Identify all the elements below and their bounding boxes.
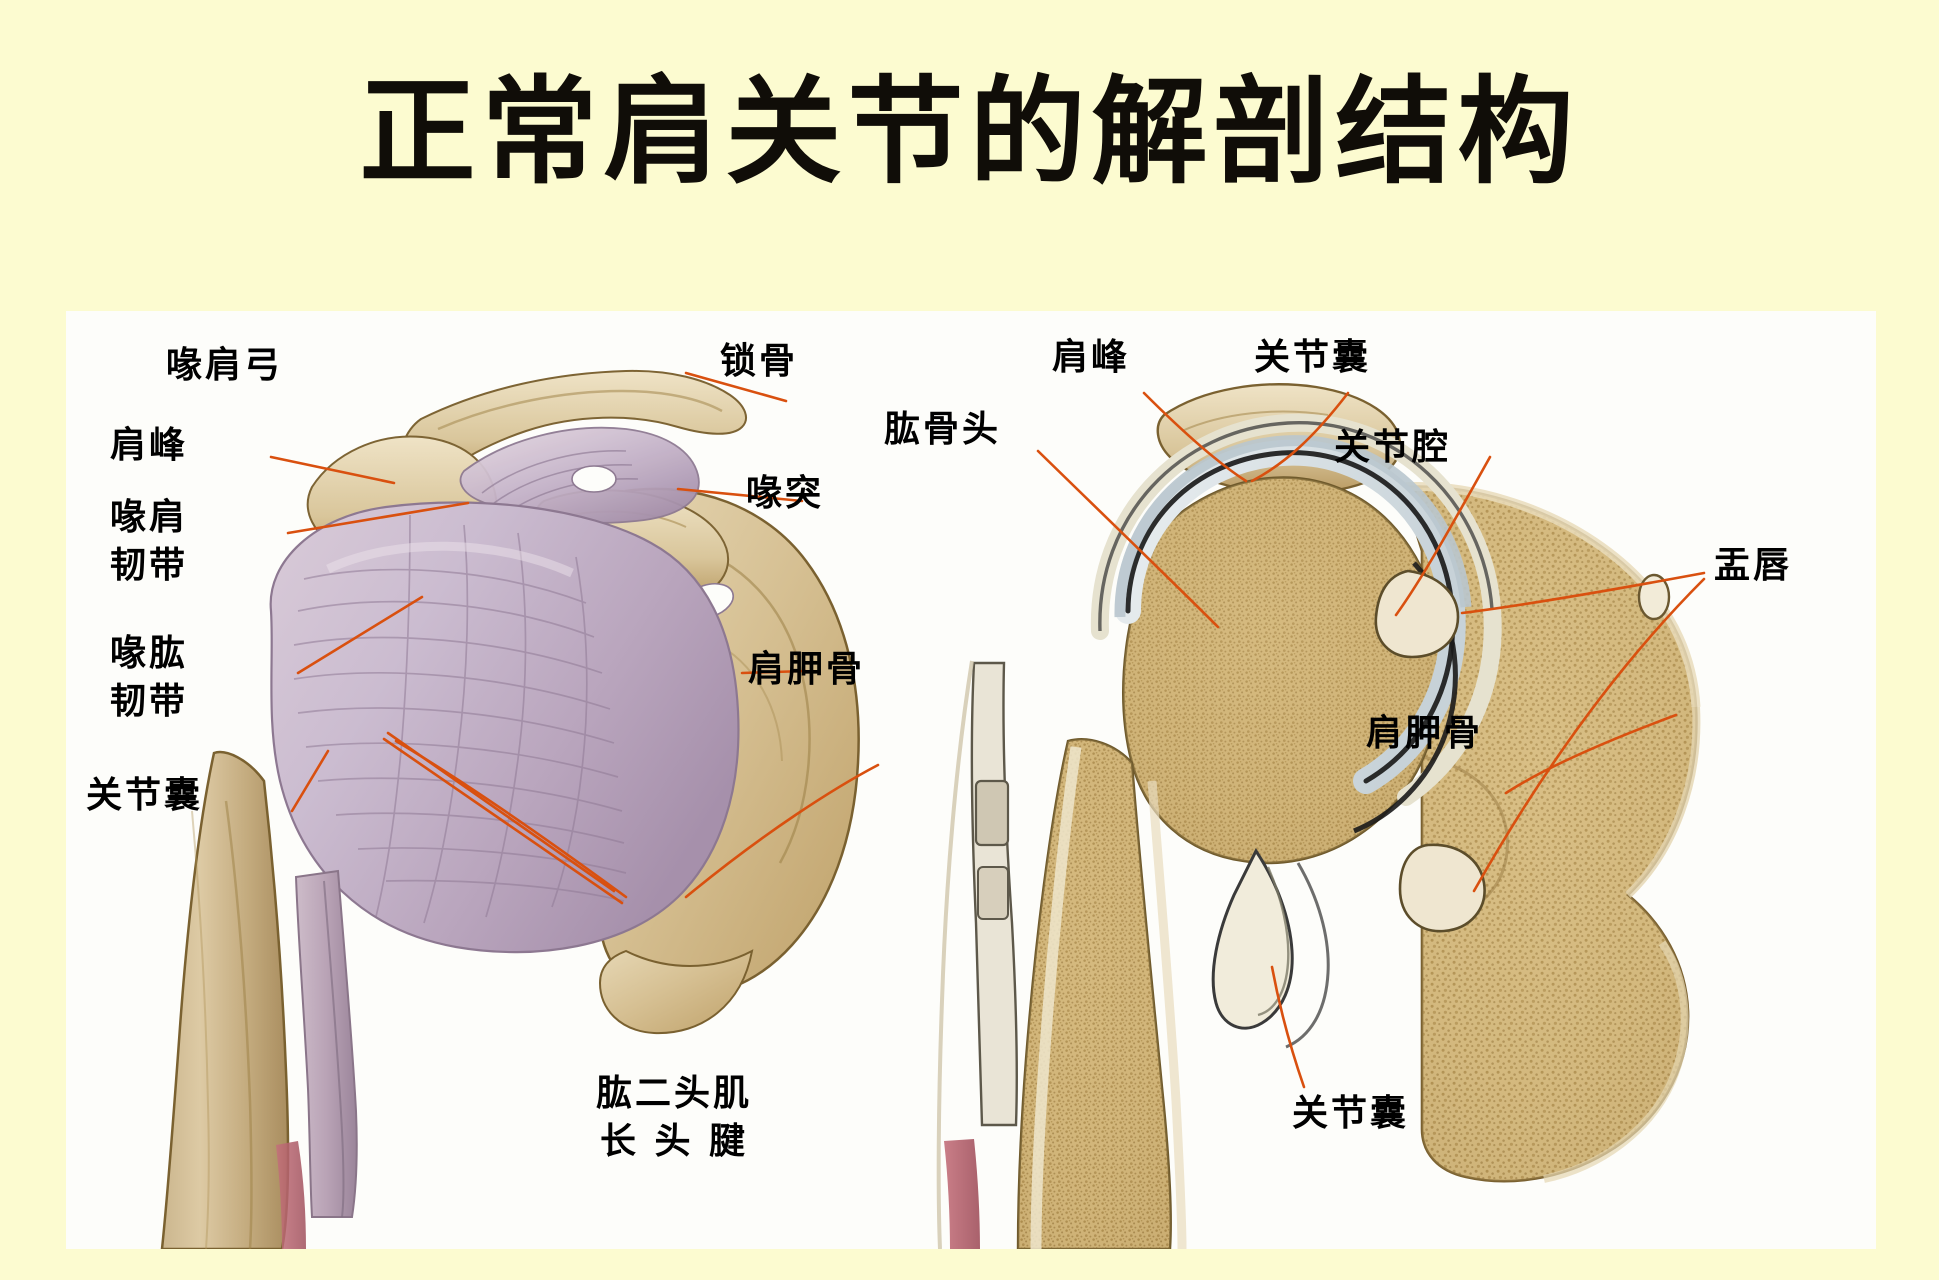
leader-joint-cavity [1394, 455, 1492, 617]
leader-scapula-right [1504, 713, 1678, 795]
leader-capsule-mid [382, 737, 624, 905]
left-illustration-group [160, 369, 860, 1249]
leader-capsule-top-right [1250, 391, 1350, 483]
label-biceps-long-head-tendon: 肱二头肌 长 头 腱 [595, 1072, 752, 1162]
leader-scapula-left [740, 669, 808, 675]
leader-humeral-head [1036, 449, 1220, 629]
label-scapula-left: 肩胛骨 [748, 648, 866, 690]
leader-labrum-lower [1472, 577, 1706, 893]
leader-capsule-left [290, 749, 330, 813]
leader-acromion-right [1142, 391, 1248, 483]
page-title: 正常肩关节的解剖结构 [359, 64, 1580, 200]
leader-capsule-bottom [1270, 965, 1306, 1089]
label-acromion-left: 肩峰 [110, 424, 189, 466]
label-humeral-head: 肱骨头 [884, 408, 1002, 450]
label-acromion-right: 肩峰 [1052, 336, 1131, 378]
label-joint-capsule-top-right: 关节囊 [1254, 336, 1372, 378]
left-leader-lines [269, 371, 880, 905]
anatomy-illustration-plate: 喙肩弓 肩峰 喙肩 韧带 喙肱 韧带 关节囊 锁骨 喙突 肩胛骨 肱二头肌 长 … [66, 311, 1876, 1249]
label-glenoid-labrum: 盂唇 [1714, 544, 1793, 586]
label-coracoacromial-arch: 喙肩弓 [166, 344, 284, 386]
label-joint-cavity: 关节腔 [1334, 426, 1452, 468]
label-coracohumeral-ligament: 喙肱 韧带 [110, 632, 189, 722]
label-coracoacromial-ligament: 喙肩 韧带 [110, 496, 189, 586]
leader-labrum-upper [1460, 571, 1706, 615]
right-leader-lines [1036, 391, 1706, 1089]
label-joint-capsule-bottom: 关节囊 [1292, 1092, 1410, 1134]
label-scapula-right: 肩胛骨 [1366, 712, 1484, 754]
leader-coracohumeral-ligament [296, 595, 424, 675]
anatomy-illustration-svg [66, 311, 1876, 1249]
leader-biceps-tendon [394, 739, 628, 899]
label-clavicle: 锁骨 [720, 340, 799, 382]
leader-coracoacromial-ligament [286, 501, 470, 535]
label-joint-capsule-left: 关节囊 [86, 774, 204, 816]
leader-clavicle [684, 371, 788, 403]
leader-acromion-left [269, 455, 396, 485]
label-coracoid-process: 喙突 [746, 472, 825, 514]
leader-coracoid [676, 487, 804, 503]
leader-biceps-tendon-right [684, 763, 880, 899]
right-illustration-group [936, 383, 1701, 1249]
